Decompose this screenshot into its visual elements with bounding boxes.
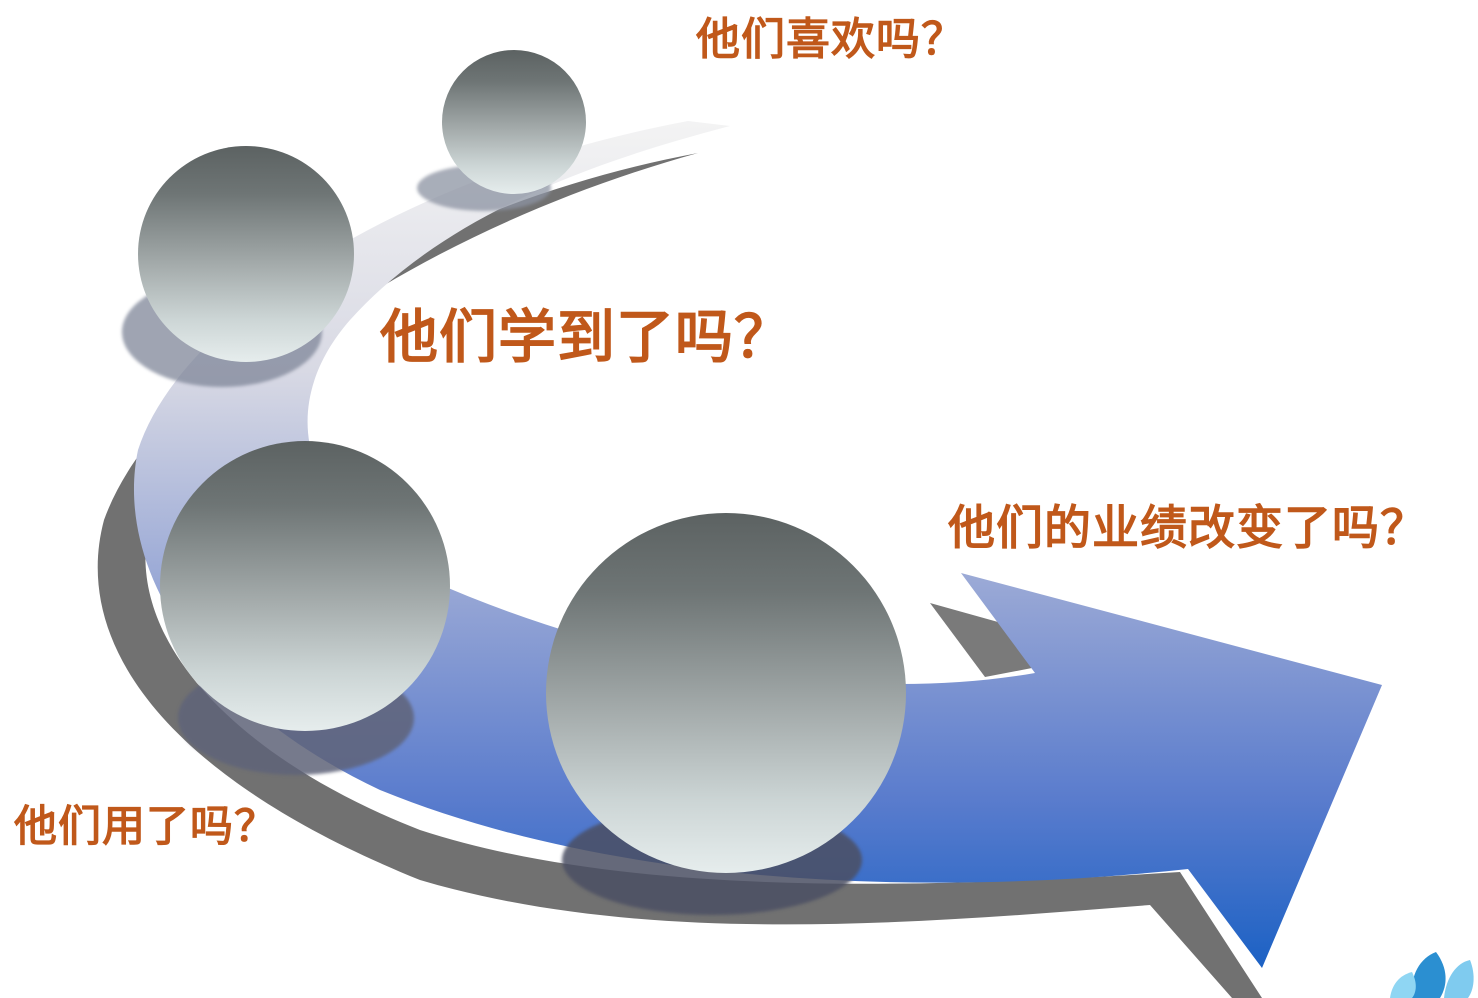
question-reaction-label: 他们喜欢吗？ <box>696 14 966 65</box>
question-behavior-label: 他们用了吗？ <box>14 802 278 852</box>
sphere-level4 <box>160 441 450 731</box>
sphere-level3 <box>546 513 906 873</box>
arrow-head-shadow <box>930 603 1032 677</box>
question-learning-label: 他们学到了吗？ <box>380 303 794 371</box>
sphere-level1 <box>442 50 586 194</box>
brand-logo-icon <box>1390 952 1474 998</box>
sphere-level2 <box>138 146 354 362</box>
question-results-label: 他们的业绩改变了吗？ <box>948 501 1428 556</box>
curved-arrow <box>133 121 1382 968</box>
